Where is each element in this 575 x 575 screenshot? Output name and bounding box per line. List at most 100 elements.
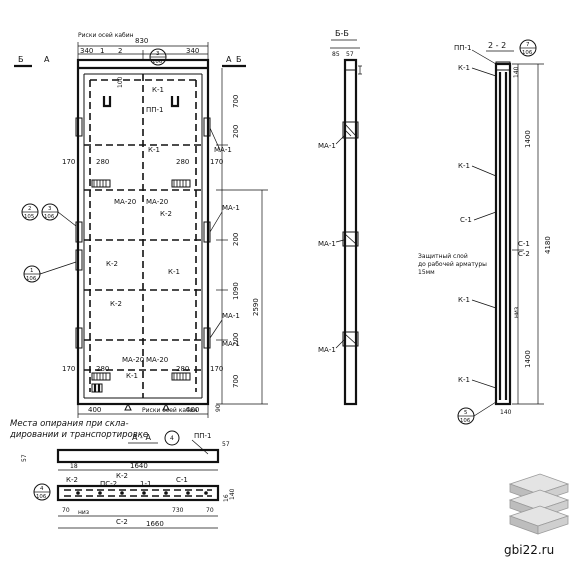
section-aa-ps2: ПС-2 bbox=[100, 480, 117, 488]
section-aa-c2: С-2 bbox=[116, 518, 128, 526]
section-aa-c1: С-1 bbox=[176, 476, 188, 484]
dim-left-170b: 170 bbox=[62, 365, 75, 373]
dim-top-left: 340 bbox=[80, 47, 93, 55]
dim-top-right: 340 bbox=[186, 47, 199, 55]
section-aa-marker-left-top: 4 bbox=[40, 486, 44, 492]
dim-10: 100 bbox=[117, 76, 124, 88]
section-22-k1-d: К-1 bbox=[458, 376, 470, 384]
label-k2-a: К-2 bbox=[160, 210, 172, 218]
section-22-c1: С-1 bbox=[460, 216, 472, 224]
dim-w280-1: 280 bbox=[96, 158, 109, 166]
section-aa-dim-140: 140 bbox=[229, 488, 236, 500]
dim-w280-3: 280 bbox=[96, 365, 109, 373]
dim-right-1090: 1090 bbox=[232, 282, 240, 300]
dim-right-90: 90 bbox=[215, 404, 222, 412]
section-marker-b-left: Б bbox=[18, 55, 24, 64]
section-22-niz: низ bbox=[513, 307, 520, 318]
label-ma20-d: МА-20 bbox=[146, 356, 168, 364]
section-aa-dim-18: 18 bbox=[70, 463, 78, 470]
section-bb-dim-57: 57 bbox=[346, 51, 354, 58]
dim-right-200c: 200 bbox=[232, 333, 240, 346]
label-k1-a: К-1 bbox=[152, 86, 164, 94]
dim-top-total: 830 bbox=[135, 37, 148, 45]
section-22-dim-140b: 140 bbox=[500, 409, 512, 416]
dim-right-700b: 700 bbox=[232, 375, 240, 388]
label-ma1-d: МА-1 bbox=[222, 340, 240, 348]
label-k1-c: К-1 bbox=[168, 268, 180, 276]
section-aa-dim-57: 57 bbox=[222, 441, 230, 448]
section-22-marker2-bottom: 106 bbox=[460, 418, 471, 424]
plan-view: 830 340 340 2 1 Риски осей кабин 3 106 Б… bbox=[9, 32, 268, 440]
section-aa-pp1: ПП-1 bbox=[194, 432, 212, 440]
section-22-marker-top: 7 bbox=[526, 42, 529, 48]
section-aa-dim-1640: 1640 bbox=[130, 462, 148, 470]
label-k1-d: К-1 bbox=[126, 372, 138, 380]
dim-bottom-right: 400 bbox=[186, 406, 199, 414]
section-22-dim-1400a: 1400 bbox=[524, 130, 532, 148]
label-pp1: ПП-1 bbox=[146, 106, 164, 114]
dim-right-2590: 2590 bbox=[252, 298, 260, 316]
label-ma1-b: МА-1 bbox=[222, 204, 240, 212]
section-aa-k2: К-2 bbox=[66, 476, 78, 484]
watermark-site: gbi22.ru bbox=[504, 543, 554, 557]
section-aa-i1: 1-1 bbox=[140, 480, 151, 488]
marker-1-bottom: 106 bbox=[26, 276, 37, 282]
dim-right-170a: 170 bbox=[210, 158, 223, 166]
label-ma20-a: МА-20 bbox=[114, 198, 136, 206]
section-bb-dim-85: 85 bbox=[332, 51, 340, 58]
section-aa-dim-1660: 1660 bbox=[146, 520, 164, 528]
section-22-k1-c: К-1 bbox=[458, 296, 470, 304]
section-22-dim-1400b: 1400 bbox=[524, 350, 532, 368]
section-bb-ma1-b: МА-1 bbox=[318, 240, 336, 248]
section-bb-title: Б-Б bbox=[335, 29, 349, 38]
section-aa-k2b: К-2 bbox=[116, 472, 128, 480]
marker-2-bottom: 105 bbox=[24, 214, 34, 220]
section-aa-dim-16: 16 bbox=[223, 494, 230, 502]
dim-bottom-left: 400 bbox=[88, 406, 101, 414]
section-aa-marker: 4 bbox=[170, 435, 174, 442]
section-22-dim-4180: 4180 bbox=[544, 236, 552, 254]
section-22-c1b: С-1 bbox=[518, 240, 530, 248]
section-aa-niz: низ bbox=[78, 509, 89, 516]
note-support-1: Места опирания при скла- bbox=[10, 419, 129, 429]
label-k1-b: К-1 bbox=[148, 146, 160, 154]
label-k2-b: К-2 bbox=[106, 260, 118, 268]
section-22-dim-140a: 140 bbox=[513, 66, 520, 78]
note-cable-bottom: Риски осей кабин bbox=[142, 407, 198, 414]
section-22-k1-a: К-1 bbox=[458, 64, 470, 72]
section-aa-dim-57-left: 57 bbox=[21, 454, 28, 462]
section-aa-dim-70b: 70 bbox=[206, 507, 214, 514]
section-bb-ma1-a: МА-1 bbox=[318, 142, 336, 150]
section-22-note-1: Защитный слой bbox=[418, 253, 468, 260]
dim-right-170b: 170 bbox=[210, 365, 223, 373]
dim-w280-2: 280 bbox=[176, 158, 189, 166]
watermark-logo bbox=[508, 473, 570, 535]
marker-3b-top: 3 bbox=[48, 206, 51, 212]
section-22-marker2-top: 5 bbox=[464, 410, 467, 416]
dim-right-200a: 200 bbox=[232, 125, 240, 138]
section-marker-a-right: А bbox=[226, 55, 232, 64]
section-marker-b-right: Б bbox=[236, 55, 242, 64]
section-22-note-3: 15мм bbox=[418, 269, 435, 276]
section-22-note-2: до рабочей арматуры bbox=[418, 261, 487, 268]
label-ma1-a: МА-1 bbox=[214, 146, 232, 154]
section-22-title: 2 - 2 bbox=[488, 41, 506, 50]
label-ma1-c: МА-1 bbox=[222, 312, 240, 320]
section-bb: Б-Б 85 57 МА-1 МА-1 МА-1 bbox=[318, 29, 362, 406]
label-ma20-b: МА-20 bbox=[146, 198, 168, 206]
marker-1-top: 1 bbox=[30, 268, 33, 274]
dim-w280-4: 280 bbox=[176, 365, 189, 373]
plate-ma20-top-right bbox=[171, 179, 191, 188]
section-aa-title: А - А bbox=[132, 433, 151, 442]
note-support-2: дировании и транспортировке bbox=[9, 430, 148, 440]
section-aa-dim-730: 730 bbox=[172, 507, 184, 514]
section-22-c2: С-2 bbox=[518, 250, 530, 258]
section-22-marker-bottom: 106 bbox=[522, 50, 533, 56]
label-ma20-c: МА-20 bbox=[122, 356, 144, 364]
label-k2-c: К-2 bbox=[110, 300, 122, 308]
dim-right-700a: 700 bbox=[232, 95, 240, 108]
dim-top-mid2: 1 bbox=[100, 47, 104, 55]
section-aa-marker-left-bottom: 106 bbox=[36, 494, 47, 500]
plate-ma20-top-left bbox=[91, 179, 111, 188]
